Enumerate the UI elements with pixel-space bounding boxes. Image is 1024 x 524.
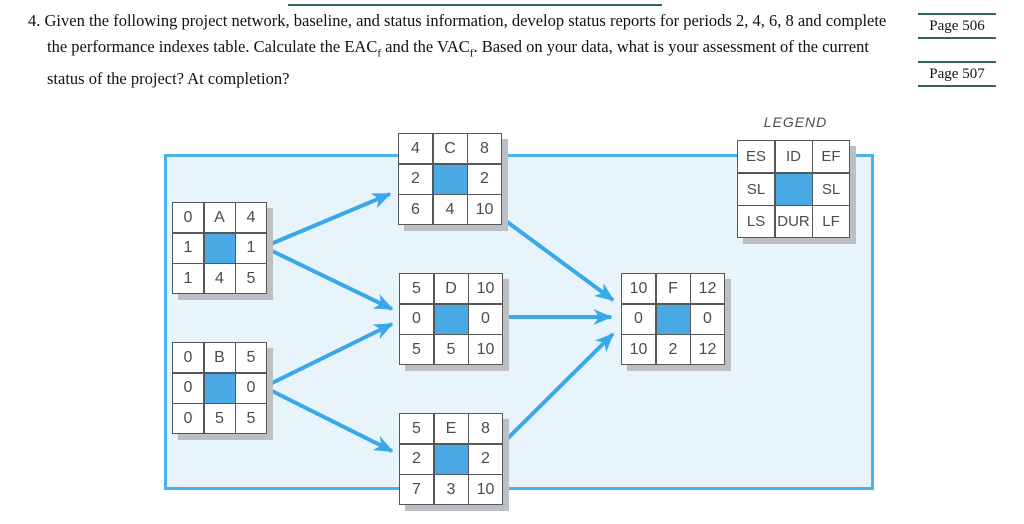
cell-ef: 12 [691,274,724,303]
question-number: 4. [28,11,41,30]
arrow-B-D [265,322,394,388]
cell-sl-right: 2 [469,444,502,474]
page-ref-506: Page 506 [918,13,996,39]
question-line-1: 4. Given the following project network, … [28,8,914,34]
cell-lf: 5 [236,264,266,293]
cell-lf: 12 [691,335,724,364]
subscript-f: f [469,47,474,60]
page-ref-rule [918,37,996,39]
node-D: 5 D 10 0 0 5 5 10 [399,273,503,365]
question-text-2c: . Based on your data, what is your asses… [473,37,869,56]
question-line-2: the performance indexes table. Calculate… [47,34,914,66]
cell-center [204,373,235,403]
cell-dur: 5 [434,335,468,364]
cell-ls: 6 [399,195,432,224]
arrow-C-F [504,219,615,302]
arrow-A-C [265,192,392,248]
cell-es: 10 [622,274,655,303]
page-ref-label: Page 507 [929,66,985,82]
page-ref-507: Page 507 [918,61,996,87]
cell-id: F [656,274,690,303]
page-ref-rule [918,61,996,63]
cell-es: 0 [173,203,203,232]
cell-center [434,444,468,474]
question-text-2a: the performance indexes table. Calculate… [47,37,378,56]
cell-dur: 5 [204,404,235,433]
legend-cell-es: ES [738,141,774,172]
question-line-3: status of the project? At completion? [47,69,290,89]
top-rule [288,4,662,6]
cell-ef: 5 [236,343,266,372]
cell-id: B [204,343,235,372]
cell-sl-right: 1 [236,233,266,263]
question-text-2b: and the VAC [381,37,470,56]
node-A: 0 A 4 1 1 1 4 5 [172,202,267,294]
cell-es: 5 [400,414,433,443]
cell-es: 0 [173,343,203,372]
cell-dur: 4 [204,264,235,293]
cell-center [656,304,690,334]
cell-ef: 8 [469,414,502,443]
cell-ef: 4 [236,203,266,232]
cell-dur: 4 [433,195,467,224]
legend-cell-id: ID [775,141,812,172]
subscript-f: f [377,47,381,60]
cell-sl-right: 0 [469,304,502,334]
cell-ls: 10 [622,335,655,364]
cell-id: E [434,414,468,443]
legend-cell-sl-left: SL [738,173,774,205]
cell-ls: 7 [400,475,433,504]
cell-sl-right: 0 [691,304,724,334]
legend-title: LEGEND [763,114,828,130]
question-text-1: Given the following project network, bas… [44,11,887,30]
cell-ef: 8 [468,134,501,163]
node-E: 5 E 8 2 2 7 3 10 [399,413,503,505]
question-block: 4. Given the following project network, … [28,8,914,92]
cell-sl-left: 1 [173,233,203,263]
cell-id: A [204,203,235,232]
cell-lf: 10 [468,195,501,224]
arrow-A-D [265,246,394,311]
cell-es: 4 [399,134,432,163]
page-ref-rule [918,13,996,15]
cell-ef: 10 [469,274,502,303]
legend-cell-ls: LS [738,206,774,237]
node-F: 10 F 12 0 0 10 2 12 [621,273,725,365]
arrow-E-F [504,332,615,442]
legend-cell-center [775,173,812,205]
cell-sl-left: 0 [173,373,203,403]
cell-center [433,164,467,194]
cell-id: D [434,274,468,303]
cell-es: 5 [400,274,433,303]
cell-center [434,304,468,334]
legend-cell-dur: DUR [775,206,812,237]
legend-cell-ef: EF [813,141,849,172]
cell-ls: 0 [173,404,203,433]
arrow-B-E [265,386,394,453]
legend-cell-lf: LF [813,206,849,237]
cell-center [204,233,235,263]
cell-dur: 2 [656,335,690,364]
node-C: 4 C 8 2 2 6 4 10 [398,133,502,225]
cell-lf: 10 [469,475,502,504]
cell-ls: 5 [400,335,433,364]
cell-id: C [433,134,467,163]
cell-lf: 10 [469,335,502,364]
cell-sl-right: 0 [236,373,266,403]
cell-sl-right: 2 [468,164,501,194]
cell-sl-left: 0 [622,304,655,334]
cell-sl-left: 0 [400,304,433,334]
cell-sl-left: 2 [400,444,433,474]
cell-dur: 3 [434,475,468,504]
cell-ls: 1 [173,264,203,293]
legend-cell-sl-right: SL [813,173,849,205]
legend-grid: ES ID EF SL SL LS DUR LF [737,140,850,238]
page-ref-rule [918,85,996,87]
node-B: 0 B 5 0 0 0 5 5 [172,342,267,434]
cell-lf: 5 [236,404,266,433]
cell-sl-left: 2 [399,164,432,194]
page-ref-label: Page 506 [929,18,985,34]
